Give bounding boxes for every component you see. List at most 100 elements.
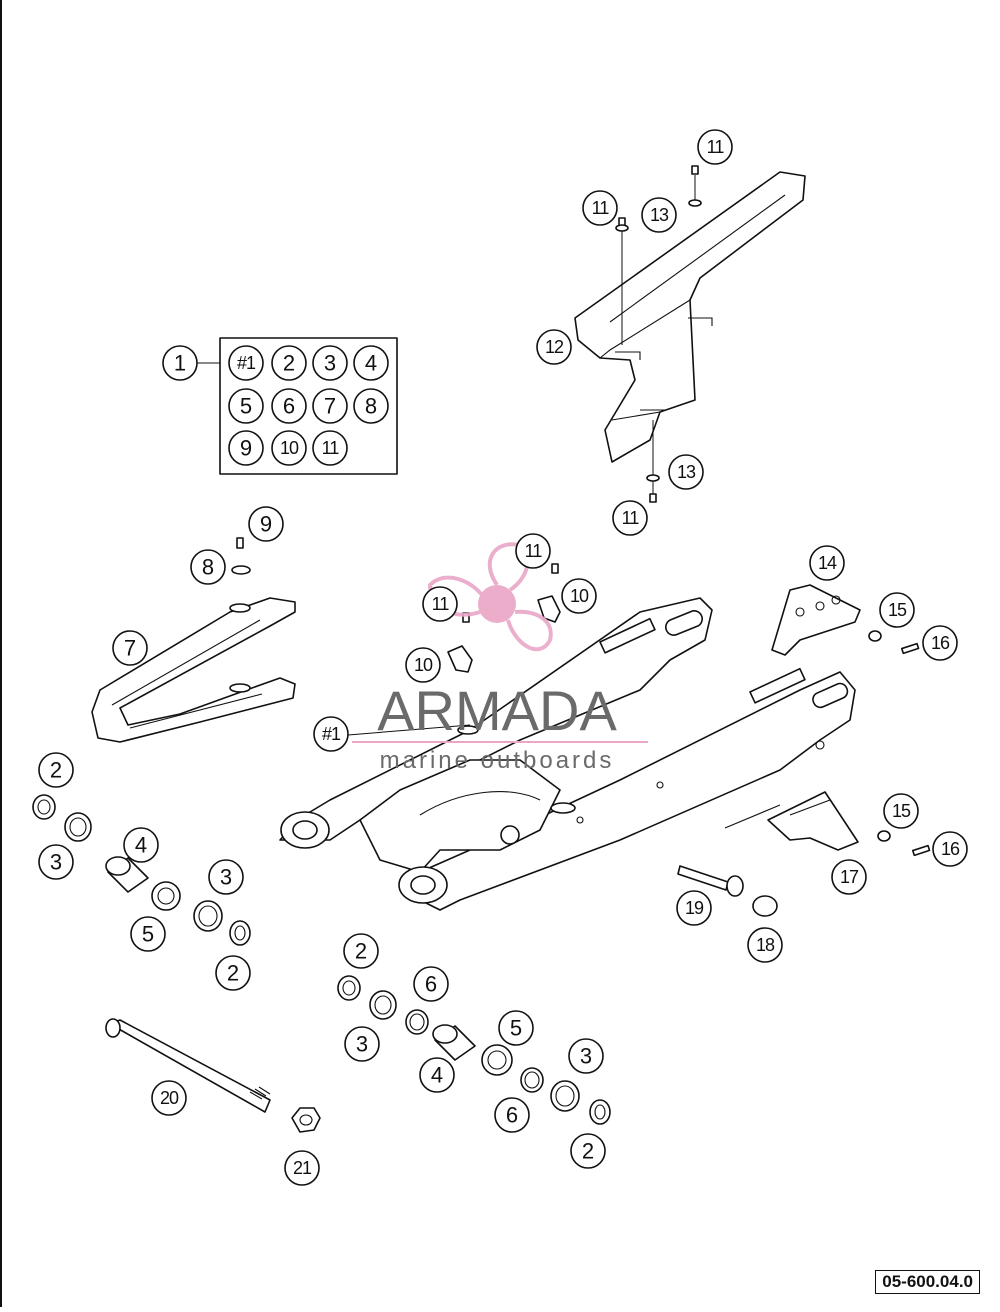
callout-clip-10-b: 10 bbox=[405, 647, 441, 683]
kit-item-10: 10 bbox=[271, 430, 307, 466]
callout-chain-guide-17: 17 bbox=[831, 859, 867, 895]
svg-text:8: 8 bbox=[202, 555, 214, 580]
svg-text:10: 10 bbox=[414, 655, 433, 675]
kit-item-8: 8 bbox=[353, 388, 389, 424]
callout-seal-ring-3-d: 3 bbox=[568, 1038, 604, 1074]
svg-text:2: 2 bbox=[283, 351, 295, 376]
swingarm-part bbox=[279, 597, 856, 911]
callout-axle-bolt-19: 19 bbox=[676, 890, 712, 926]
seal-ring-3-left-bottom bbox=[193, 900, 223, 932]
kit-item-4: 4 bbox=[353, 345, 389, 381]
svg-text:3: 3 bbox=[324, 351, 336, 376]
callout-guard-14: 14 bbox=[809, 545, 845, 581]
washer-13-mid bbox=[615, 224, 629, 232]
callout-nut-15-a: 15 bbox=[879, 592, 915, 628]
chain-guide-17-part bbox=[767, 791, 859, 851]
kit-item-9: 9 bbox=[228, 430, 264, 466]
cap-18-part bbox=[752, 895, 778, 917]
watermark-tagline: marine outboards bbox=[380, 747, 615, 774]
seal-cap-2-right-bottom bbox=[589, 1099, 611, 1125]
slider-screw-9-part bbox=[236, 537, 244, 549]
svg-text:8: 8 bbox=[365, 394, 377, 419]
svg-text:4: 4 bbox=[365, 351, 377, 376]
svg-text:2: 2 bbox=[355, 939, 367, 964]
chain-slider-part bbox=[91, 597, 296, 743]
watermark-logo bbox=[427, 542, 553, 652]
svg-text:16: 16 bbox=[941, 839, 960, 859]
svg-text:#1: #1 bbox=[237, 353, 256, 373]
callout-slider-washer-8: 8 bbox=[190, 549, 226, 585]
svg-text:3: 3 bbox=[580, 1044, 592, 1069]
svg-text:4: 4 bbox=[431, 1063, 443, 1088]
svg-text:18: 18 bbox=[756, 935, 775, 955]
kit-item-7: 7 bbox=[312, 388, 348, 424]
callout-seal-ring-3-a: 3 bbox=[38, 844, 74, 880]
kit-item-1: #1 bbox=[228, 345, 264, 381]
callout-needle-bearing-5-a: 5 bbox=[130, 916, 166, 952]
callout-needle-bearing-5-b: 5 bbox=[498, 1010, 534, 1046]
svg-text:9: 9 bbox=[260, 512, 272, 537]
svg-text:12: 12 bbox=[545, 337, 564, 357]
callout-chain-guard-12: 12 bbox=[536, 329, 572, 365]
screw-11-bottom bbox=[649, 493, 657, 503]
kit-item-2: 2 bbox=[271, 345, 307, 381]
svg-text:13: 13 bbox=[650, 205, 669, 225]
svg-text:11: 11 bbox=[622, 508, 640, 528]
callout-seal-cap-2-b: 2 bbox=[215, 955, 251, 991]
svg-text:11: 11 bbox=[525, 541, 543, 561]
callout-bushing-4-b: 4 bbox=[419, 1057, 455, 1093]
callout-swingarm: #1 bbox=[313, 716, 349, 752]
svg-text:14: 14 bbox=[818, 553, 837, 573]
svg-text:6: 6 bbox=[506, 1103, 518, 1128]
axle-bolt-19-part bbox=[677, 865, 744, 897]
svg-text:15: 15 bbox=[892, 801, 911, 821]
needle-bearing-5-right bbox=[481, 1044, 513, 1076]
brake-guard-14-part bbox=[771, 584, 861, 656]
callout-screw-11-d: 11 bbox=[515, 533, 551, 569]
seal-cap-2-left-bottom bbox=[229, 920, 251, 946]
callout-screw-11-e: 11 bbox=[422, 586, 458, 622]
callout-bushing-4-a: 4 bbox=[123, 827, 159, 863]
callout-washer-13-a: 13 bbox=[641, 197, 677, 233]
seal-ring-3-left-top bbox=[64, 812, 92, 842]
callout-kit: 1 bbox=[162, 345, 198, 381]
callout-screw-11-c: 11 bbox=[612, 500, 648, 536]
screw-11-arm-right bbox=[551, 563, 559, 574]
needle-bearing-5-left bbox=[151, 881, 181, 911]
svg-text:17: 17 bbox=[840, 867, 859, 887]
callout-slider-screw-9: 9 bbox=[248, 506, 284, 542]
callout-washer-6-b: 6 bbox=[494, 1097, 530, 1133]
watermark-brand: ARMADA bbox=[377, 679, 617, 742]
svg-text:9: 9 bbox=[240, 436, 252, 461]
callout-nut-15-b: 15 bbox=[883, 793, 919, 829]
clip-10-left bbox=[447, 645, 473, 673]
svg-text:7: 7 bbox=[324, 394, 336, 419]
svg-text:20: 20 bbox=[160, 1088, 179, 1108]
svg-text:6: 6 bbox=[425, 972, 437, 997]
callout-pivot-shaft-20: 20 bbox=[151, 1080, 187, 1116]
svg-text:2: 2 bbox=[582, 1139, 594, 1164]
kit-item-3: 3 bbox=[312, 345, 348, 381]
bushing-4-right bbox=[432, 1024, 476, 1061]
callout-cap-18: 18 bbox=[747, 927, 783, 963]
svg-text:1: 1 bbox=[174, 351, 186, 376]
slider-washer-8-part bbox=[231, 565, 251, 575]
callout-screw-11-b: 11 bbox=[582, 190, 618, 226]
callout-bolt-16-b: 16 bbox=[932, 831, 968, 867]
washer-13-top bbox=[688, 199, 702, 207]
svg-text:5: 5 bbox=[142, 922, 154, 947]
frame-border bbox=[0, 0, 2, 1307]
diagram-reference-code: 05-600.04.0 bbox=[875, 1270, 980, 1294]
kit-item-5: 5 bbox=[228, 388, 264, 424]
svg-text:2: 2 bbox=[227, 961, 239, 986]
bolt-16-upper bbox=[900, 642, 920, 655]
svg-text:6: 6 bbox=[283, 394, 295, 419]
kit-item-6: 6 bbox=[271, 388, 307, 424]
svg-text:10: 10 bbox=[280, 438, 299, 458]
callout-washer-13-b: 13 bbox=[668, 454, 704, 490]
svg-text:11: 11 bbox=[707, 137, 725, 157]
svg-text:15: 15 bbox=[888, 600, 907, 620]
callout-seal-cap-2-c: 2 bbox=[343, 933, 379, 969]
svg-text:16: 16 bbox=[931, 633, 950, 653]
